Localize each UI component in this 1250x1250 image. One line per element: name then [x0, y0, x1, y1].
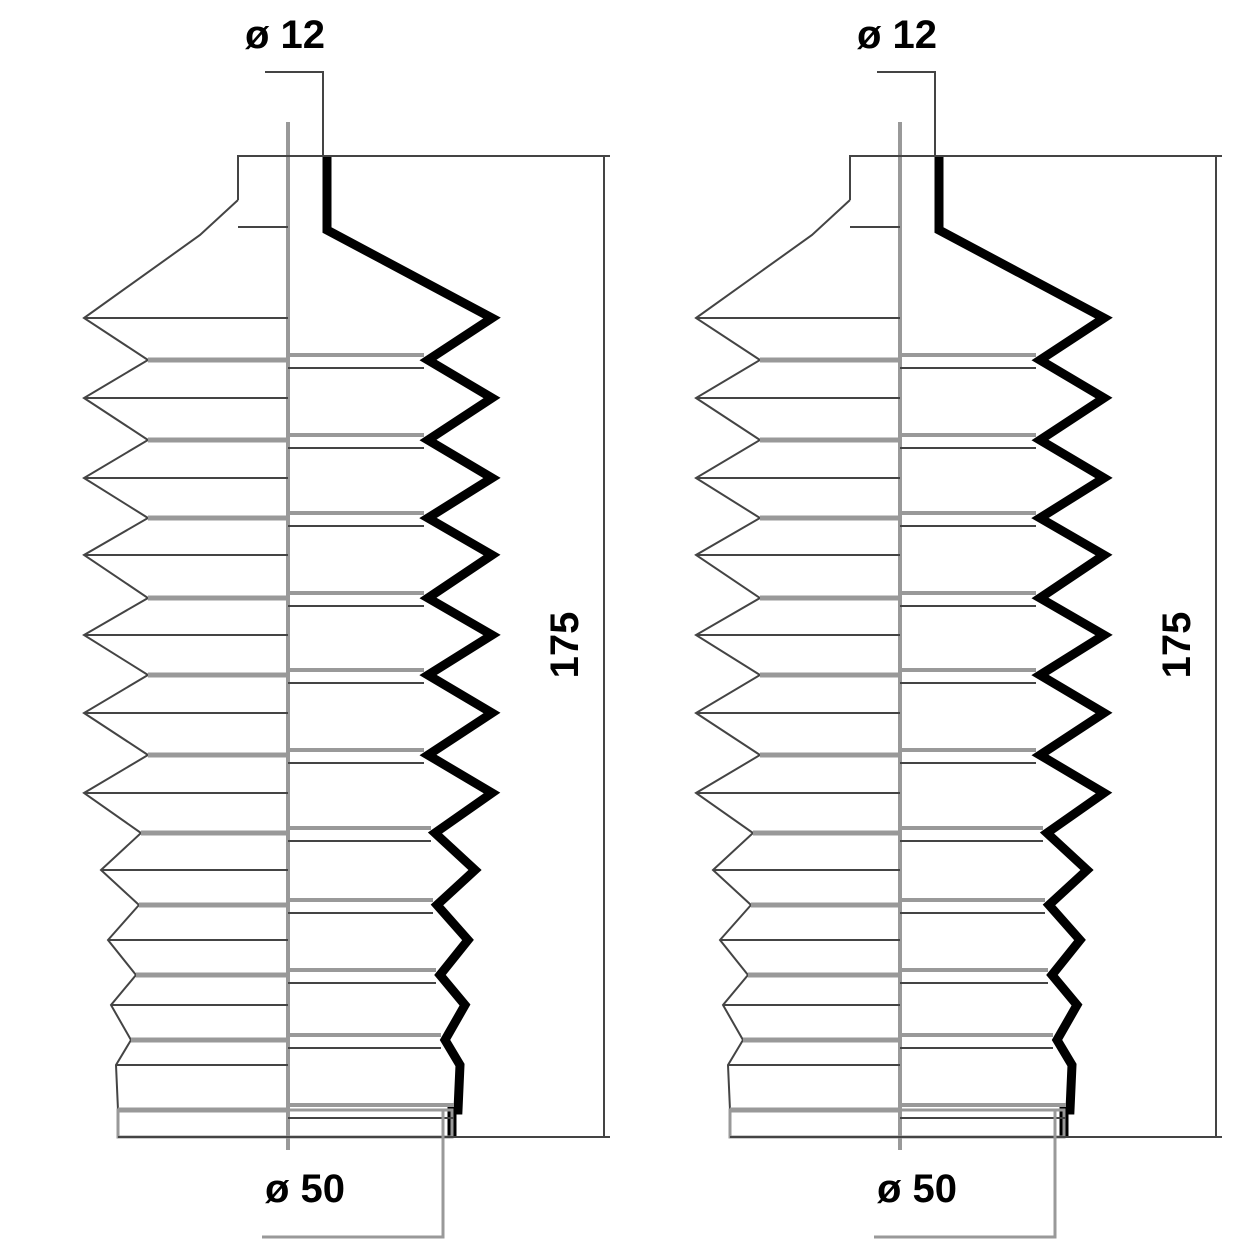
base-collar — [116, 1108, 454, 1139]
bottom-diameter-leader — [874, 1110, 1057, 1239]
bottom-diameter-label: ø 50 — [265, 1167, 345, 1211]
left-profile-outline — [82, 199, 239, 1137]
left-profile-outline — [694, 199, 851, 1137]
top-diameter-leader — [265, 71, 324, 156]
length-label: 175 — [1155, 612, 1199, 679]
neck-outline — [237, 155, 288, 200]
bottom-diameter-leader — [262, 1110, 445, 1239]
top-diameter-leader — [877, 71, 936, 156]
section-profile — [322, 156, 501, 1137]
steering-boot-right: ø 12 ø 50 175 — [694, 13, 1222, 1239]
base-collar — [728, 1108, 1066, 1139]
length-label: 175 — [543, 612, 587, 679]
top-diameter-label: ø 12 — [245, 13, 325, 57]
bottom-diameter-label: ø 50 — [877, 1167, 957, 1211]
neck-outline — [849, 155, 900, 200]
section-profile — [934, 156, 1113, 1137]
steering-boot-left: ø 12 ø 50 175 — [82, 13, 610, 1239]
top-diameter-label: ø 12 — [857, 13, 937, 57]
